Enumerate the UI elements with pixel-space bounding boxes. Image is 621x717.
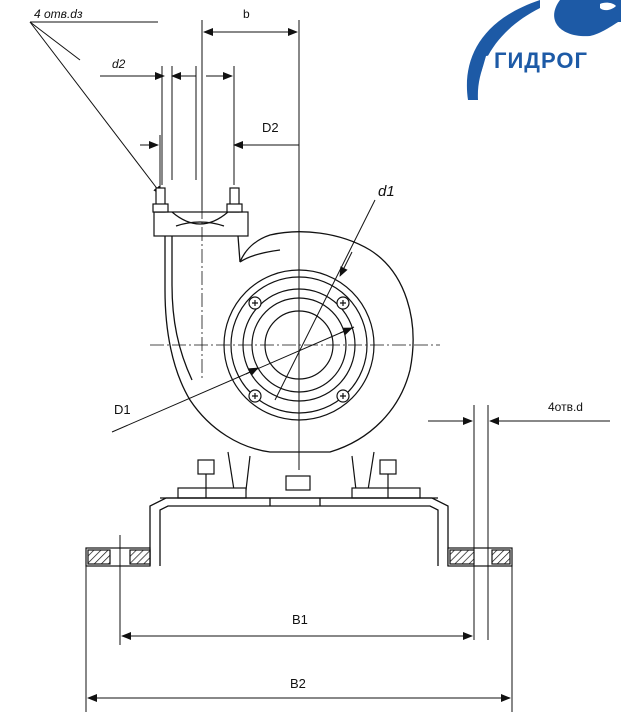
company-logo: ГИДРОГ xyxy=(466,0,621,100)
dimension-d1 xyxy=(274,199,376,401)
center-lines xyxy=(150,180,440,470)
logo-text: ГИДРОГ xyxy=(494,48,588,73)
dimension-holes-d xyxy=(428,405,610,640)
top-left-note-text: 4 отв.dз xyxy=(34,7,83,21)
label-B2: B2 xyxy=(290,676,306,691)
pump-casing xyxy=(164,231,414,453)
label-B1: B1 xyxy=(292,612,308,627)
outlet-flange xyxy=(152,187,249,237)
label-b: b xyxy=(243,7,250,21)
label-d2: d2 xyxy=(112,57,126,71)
base-plates xyxy=(85,547,513,567)
cover-bolts xyxy=(248,296,350,403)
base-frame xyxy=(149,497,449,566)
label-D2: D2 xyxy=(262,120,279,135)
cover-rings xyxy=(223,269,375,421)
dimension-B1 xyxy=(119,535,473,645)
dimension-D1 xyxy=(111,326,355,433)
label-D1: D1 xyxy=(114,402,131,417)
dimension-d2 xyxy=(100,66,235,185)
top-left-note xyxy=(29,21,163,196)
label-d1: d1 xyxy=(378,183,395,200)
label-holes-d: 4отв.d xyxy=(548,400,583,414)
dimension-B2 xyxy=(85,566,513,712)
dimension-D2 xyxy=(140,135,299,190)
